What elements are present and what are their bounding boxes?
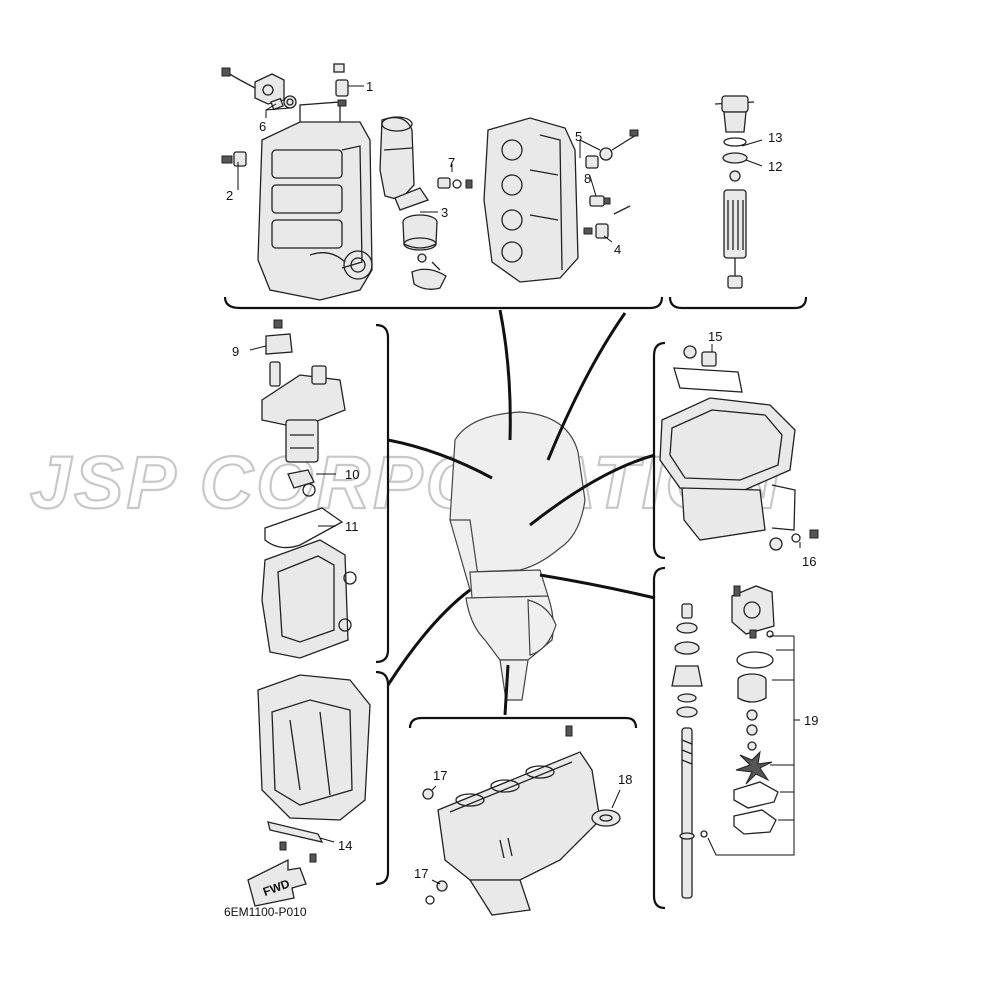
callout-2: 2	[226, 188, 233, 203]
callout-16: 16	[802, 554, 816, 569]
leader-lines	[237, 85, 801, 885]
callout-12: 12	[768, 159, 782, 174]
callout-17-top: 17	[433, 768, 447, 783]
water-pump-assembly	[731, 585, 779, 835]
callout-10: 10	[345, 467, 359, 482]
callout-8: 8	[584, 171, 591, 186]
part-16	[769, 529, 819, 551]
callout-5: 5	[575, 129, 582, 144]
fwd-arrow-icon: FWD	[247, 858, 307, 907]
part-15	[673, 345, 743, 393]
callout-7: 7	[448, 155, 455, 170]
callout-1: 1	[366, 79, 373, 94]
callout-17-bottom: 17	[414, 866, 428, 881]
section-brackets	[223, 296, 808, 910]
cylinder-head	[483, 117, 579, 283]
callout-18: 18	[618, 772, 632, 787]
fuel-filter-assembly	[714, 95, 755, 289]
anode-part-1	[333, 63, 349, 107]
part-3	[402, 214, 447, 290]
part-14	[267, 821, 324, 863]
part-7	[437, 177, 473, 189]
callouts: 1 2 3 4 5 6 7 8 9 10 11 12 13 14 15 16 1…	[226, 79, 818, 881]
callout-9: 9	[232, 344, 239, 359]
callout-15: 15	[708, 329, 722, 344]
cylinder-block	[257, 101, 373, 301]
part-4	[583, 223, 609, 239]
callout-3: 3	[441, 205, 448, 220]
bolt-part-2	[221, 151, 247, 167]
part-18	[591, 809, 621, 827]
drive-shaft	[671, 603, 708, 899]
drawing-code: 6EM1100-P010	[224, 905, 307, 919]
callout-13: 13	[768, 130, 782, 145]
lower-case	[422, 725, 601, 916]
callout-6: 6	[259, 119, 266, 134]
intake-silencer	[261, 539, 357, 659]
gasket-part-11	[264, 507, 344, 549]
thermostat-part-6	[270, 95, 297, 111]
callout-11: 11	[345, 519, 359, 534]
part-5	[585, 129, 639, 169]
part-10	[287, 469, 316, 497]
oil-pan	[659, 397, 796, 541]
section-connectors	[386, 309, 656, 716]
callout-14: 14	[338, 838, 352, 853]
callout-4: 4	[614, 242, 621, 257]
vapor-separator	[261, 319, 346, 463]
exhaust-manifold	[379, 116, 430, 211]
thermostat-cover	[221, 67, 285, 105]
outboard-motor-silhouette	[449, 411, 586, 701]
part-8	[589, 195, 631, 215]
exhaust-guide	[257, 674, 371, 821]
callout-19: 19	[804, 713, 818, 728]
